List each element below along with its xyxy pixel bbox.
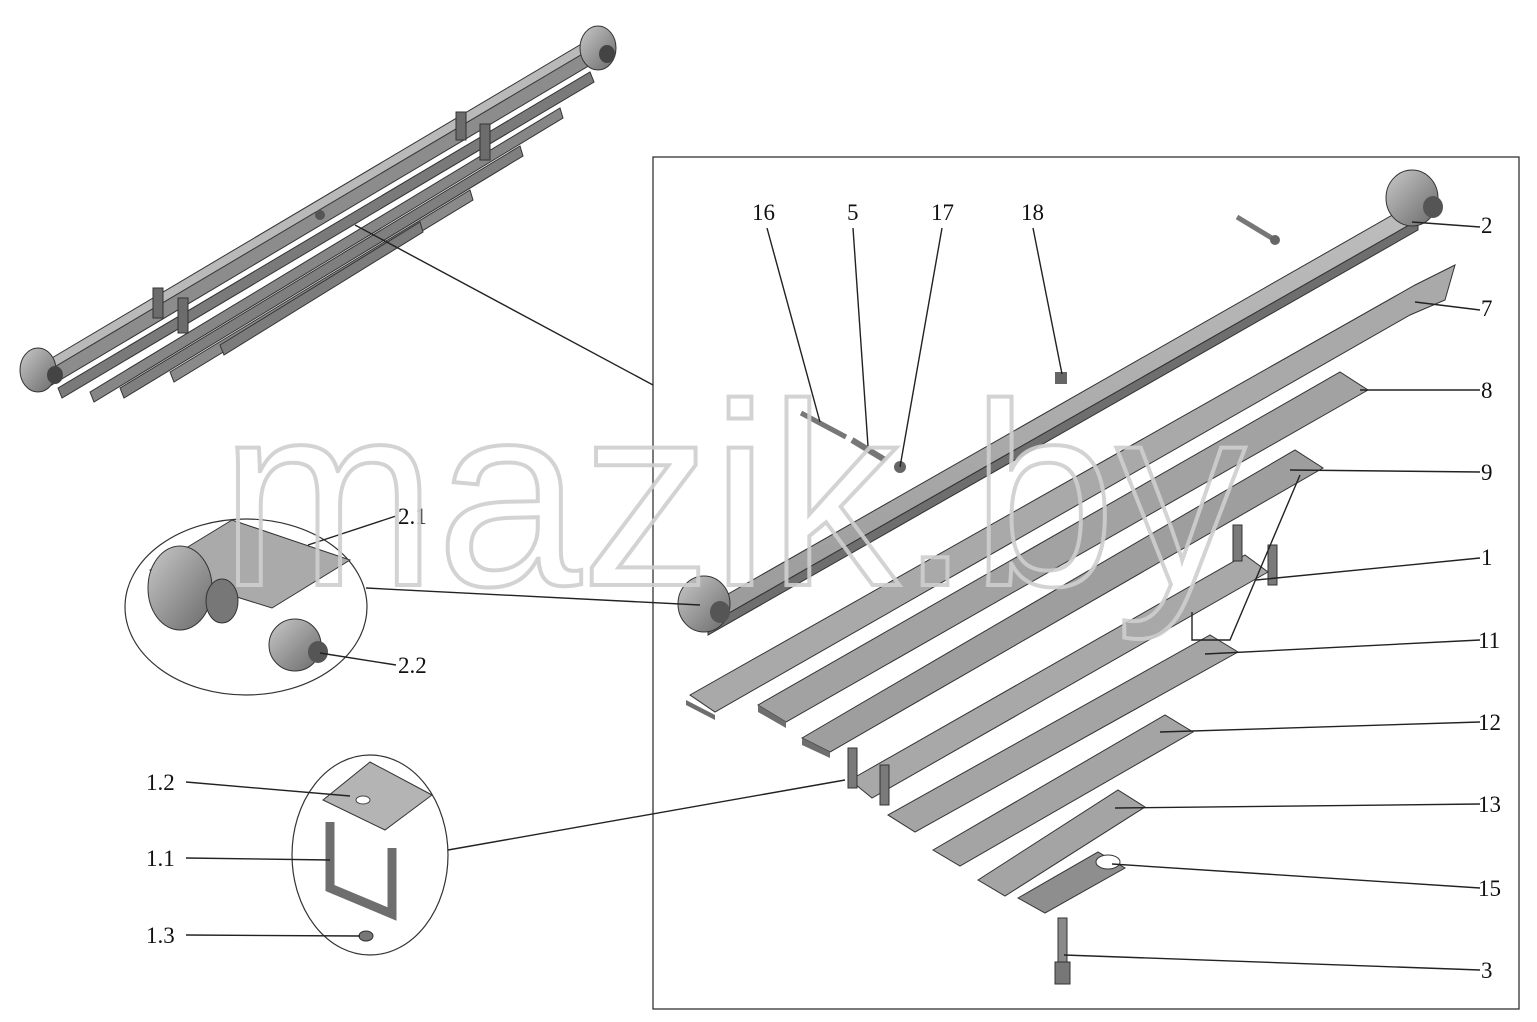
label-5: 5 (847, 200, 859, 225)
leaf-7 (686, 264, 1456, 720)
watermark-text: mazik.by (220, 351, 1246, 642)
label-15: 15 (1478, 876, 1501, 901)
main-leaf-2 (677, 169, 1443, 636)
leaf-1-with-clamp (847, 524, 1278, 806)
label-18: 18 (1021, 200, 1044, 225)
leaf-9 (800, 449, 1324, 758)
label-1: 1 (1481, 545, 1493, 570)
label-9: 9 (1481, 460, 1493, 485)
label-8: 8 (1481, 378, 1493, 403)
bolt-top (1235, 214, 1280, 245)
small-bolts-16-5-17-18 (799, 372, 1067, 473)
label-1-1: 1.1 (146, 846, 175, 871)
detail-clamp (291, 754, 449, 956)
label-11: 11 (1478, 628, 1500, 653)
spacer-15 (1016, 851, 1126, 914)
label-1-3: 1.3 (146, 923, 175, 948)
label-13: 13 (1478, 792, 1501, 817)
label-12: 12 (1478, 710, 1501, 735)
label-7: 7 (1481, 296, 1493, 321)
label-2-1: 2.1 (398, 504, 427, 529)
exploded-view-frame (652, 156, 1520, 1010)
label-16: 16 (752, 200, 775, 225)
center-bolt-3 (1054, 917, 1071, 985)
assembled-leaf-spring (19, 25, 617, 403)
detail-eye-bush (124, 518, 368, 696)
label-2: 2 (1481, 213, 1493, 238)
label-17: 17 (931, 200, 954, 225)
label-3: 3 (1481, 958, 1493, 983)
label-2-2: 2.2 (398, 653, 427, 678)
label-leaders (185, 221, 1481, 971)
label-1-2: 1.2 (146, 770, 175, 795)
leaf-12 (932, 714, 1194, 867)
